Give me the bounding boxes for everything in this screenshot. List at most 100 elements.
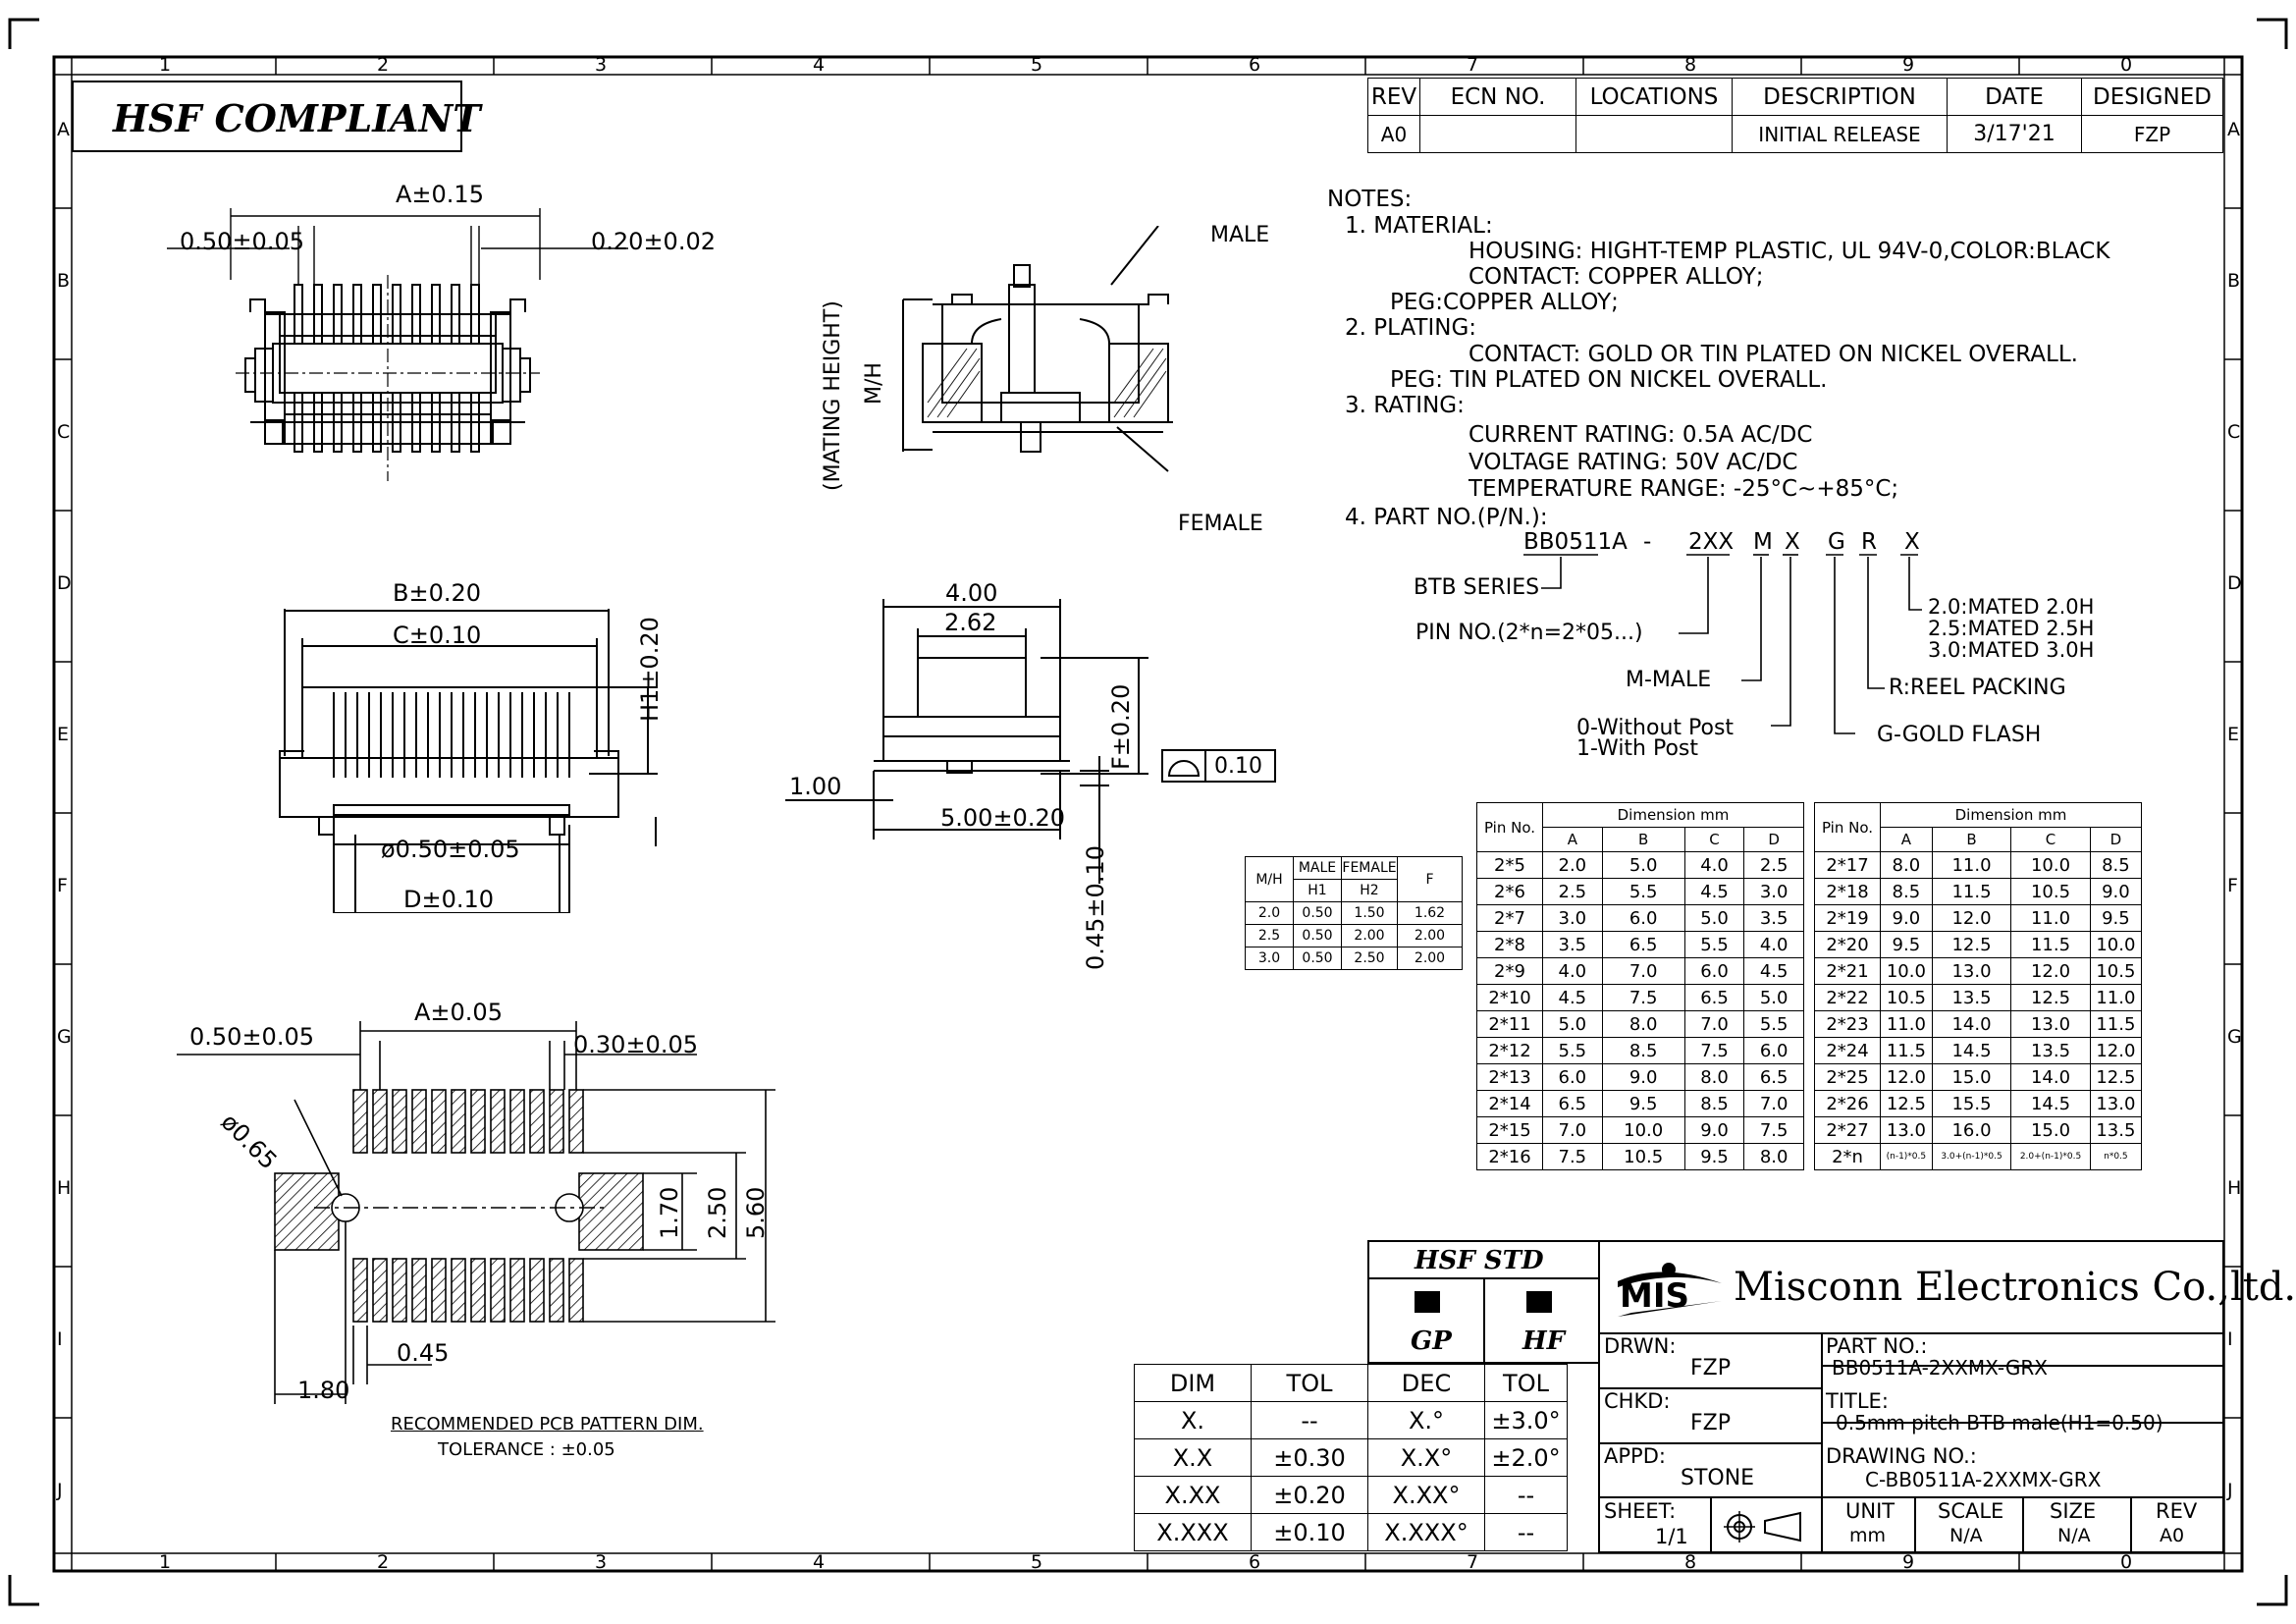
table-cell: 9.0 [2089,878,2143,905]
mated-option: 2.5:MATED 2.5H [1928,617,2095,640]
table-cell: X. [1134,1401,1252,1439]
company-name: Misconn Electronics Co.,ltd. [1734,1265,2296,1310]
col-number: 2 [377,54,390,76]
col-number: 7 [1467,54,1479,76]
h1-col-header: H1 [1293,879,1342,902]
table-cell: 11.5 [2010,931,2091,958]
table-cell: 13.0 [1880,1116,1933,1144]
dim-header: DIM [1134,1364,1252,1402]
col-number: 3 [595,1551,608,1573]
mh-col-header: M/H [1245,856,1294,902]
table-cell: 11.5 [1931,878,2012,905]
dim-c-010: C±0.10 [393,622,482,649]
cell: 2.0 [1245,901,1294,925]
table-cell: 8.5 [2089,851,2143,879]
table-cell: 7.5 [1542,1143,1603,1170]
dim-262: 2.62 [944,609,997,636]
table-cell: 6.5 [1601,931,1685,958]
hf-checkbox [1526,1291,1552,1313]
note-line: PEG:COPPER ALLOY; [1390,290,1619,315]
table-cell: 12.0 [1880,1063,1933,1091]
table-cell: 11.0 [1931,851,2012,879]
table-cell: X.XX° [1367,1476,1485,1514]
locations-value [1575,115,1733,153]
cell: 2.5 [1245,924,1294,947]
table-cell: 10.5 [2089,957,2143,985]
table-cell: 15.0 [1931,1063,2012,1091]
table-cell: 6.5 [1683,984,1745,1011]
hf-label: HF [1522,1326,1566,1356]
projection-symbol-icon [1724,1511,1801,1543]
drwn-label: DRWN: [1604,1334,1677,1358]
part-no-value: BB0511A-2XXMX-GRX [1832,1356,2048,1380]
table-cell: 11.0 [2089,984,2143,1011]
cell: 1.50 [1341,901,1398,925]
flatness-value: 0.10 [1214,754,1262,779]
post-0-label: 0-Without Post [1576,716,1735,740]
table-cell: 12.5 [2010,984,2091,1011]
col-number: 5 [1031,1551,1043,1573]
mating-section-drawing [902,226,1173,472]
table-row: X.--X.°±3.0° [1134,1401,1568,1439]
cell: 2.00 [1397,947,1463,970]
table-cell: 6.0 [1683,957,1745,985]
appd-label: APPD: [1604,1444,1666,1468]
cell: 0.50 [1293,924,1342,947]
table-cell: 2*27 [1814,1116,1881,1144]
col-number: 0 [2120,1551,2133,1573]
row-letter: J [2227,1480,2233,1501]
logo-icon [1618,1263,1722,1317]
row-letter: I [2227,1328,2233,1350]
date-value: 3/17'21 [1947,115,2082,153]
pin-no-header: Pin No. [1476,802,1543,852]
dimension-header: Dimension mm [1880,802,2142,828]
female-col-header: FEMALE [1341,856,1398,880]
dimension-header: Dimension mm [1542,802,1804,828]
table-cell: (n-1)*0.5 [1880,1143,1933,1170]
dim-045-pcb: 0.45 [397,1339,450,1367]
r-reel-label: R:REEL PACKING [1889,676,2066,700]
row-letter: B [57,270,71,292]
cell: 0.50 [1293,901,1342,925]
part-no-label: PART NO.: [1826,1334,1928,1358]
col-c: C [1683,827,1745,852]
code-series: BB0511A [1523,529,1628,555]
table-cell: 4.5 [1743,957,1804,985]
note-line: CONTACT: COPPER ALLOY; [1468,264,1764,290]
dim-020: 0.20±0.02 [591,228,716,255]
male-col-header: MALE [1293,856,1342,880]
dim-a-005: A±0.05 [414,999,503,1026]
table-cell: 3.5 [1743,904,1804,932]
sheet-label: SHEET: [1604,1499,1677,1523]
table-cell: 7.0 [1601,957,1685,985]
table-cell: 11.0 [2010,904,2091,932]
table-cell: 13.0 [2089,1090,2143,1117]
table-cell: n*0.5 [2089,1143,2143,1170]
col-c: C [2010,827,2091,852]
note-line: 4. PART NO.(P/N.): [1345,505,1548,530]
gp-label: GP [1411,1326,1452,1356]
table-cell: 2*18 [1814,878,1881,905]
table-cell: 4.0 [1743,931,1804,958]
table-cell: 13.0 [1931,957,2012,985]
pcb-pattern-title: RECOMMENDED PCB PATTERN DIM. [391,1414,704,1435]
col-d: D [1743,827,1804,852]
table-cell: 9.5 [2089,904,2143,932]
table-cell: X.° [1367,1401,1485,1439]
table-cell: 2.5 [1743,851,1804,879]
designed-header: DESIGNED [2081,78,2223,116]
table-cell: 10.5 [2010,878,2091,905]
mating-height-label: (MATING HEIGHT) [821,300,845,491]
note-line: CURRENT RATING: 0.5A AC/DC [1468,422,1813,448]
table-cell: 5.0 [1601,851,1685,879]
col-b: B [1931,827,2012,852]
table-cell: 10.5 [1880,984,1933,1011]
table-cell: 7.5 [1601,984,1685,1011]
table-cell: 2*19 [1814,904,1881,932]
